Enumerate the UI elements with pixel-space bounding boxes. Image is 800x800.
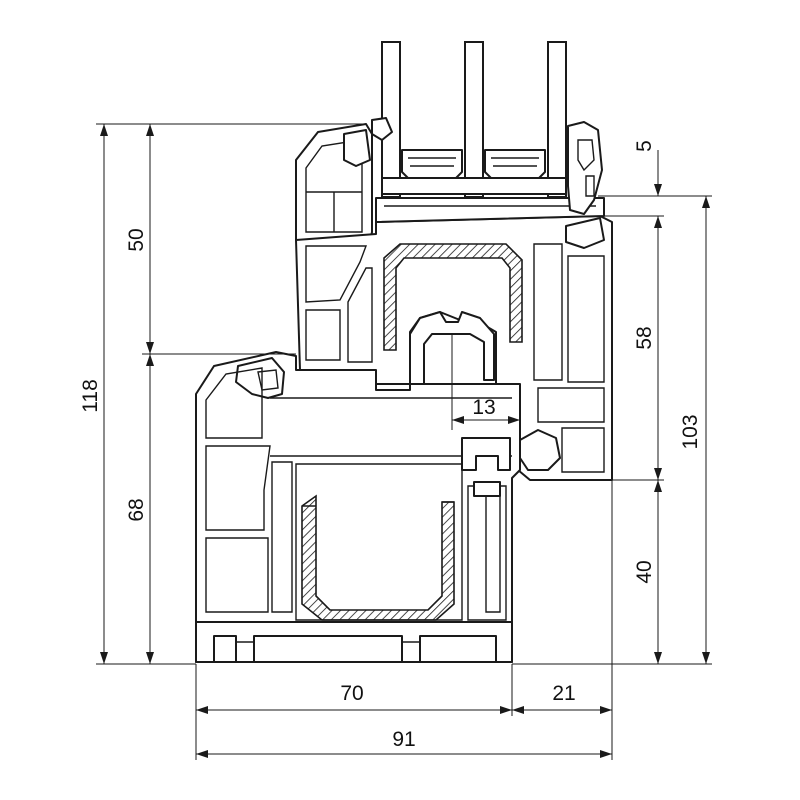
center-seal-gasket: [519, 429, 561, 471]
spacer-left: [401, 149, 463, 179]
glass-pane-middle: [464, 41, 484, 198]
label-total-depth: 91: [392, 728, 415, 751]
frame-profile: [195, 351, 521, 663]
frame-hook: [461, 437, 511, 471]
glazing-gasket-left: [343, 129, 371, 167]
label-frame-height: 68: [125, 498, 148, 521]
sash-main-body: [295, 215, 613, 481]
glass-pane-inner: [547, 41, 567, 198]
label-total-height: 118: [79, 379, 102, 412]
glazing-unit: [381, 41, 567, 198]
label-sash-total-height: 103: [679, 414, 702, 449]
frame-main-body: [195, 351, 521, 663]
spacer-right: [484, 149, 546, 179]
sealant-strip: [381, 177, 567, 195]
dimension-lines: [96, 123, 712, 760]
label-sash-offset: 21: [552, 682, 575, 705]
dimension-labels: 118 50 68 5 58 40 103 13 70 21 91: [79, 140, 702, 751]
label-overlap: 13: [472, 396, 495, 419]
label-sash-height: 50: [125, 228, 148, 251]
label-frame-lower-height: 40: [633, 560, 656, 583]
label-glazing-height: 58: [633, 326, 656, 349]
sash-steel-reinforcement: [383, 243, 523, 351]
frame-base-feet: [195, 621, 513, 663]
label-glass-rebate: 5: [633, 140, 656, 152]
label-frame-depth: 70: [340, 682, 363, 705]
